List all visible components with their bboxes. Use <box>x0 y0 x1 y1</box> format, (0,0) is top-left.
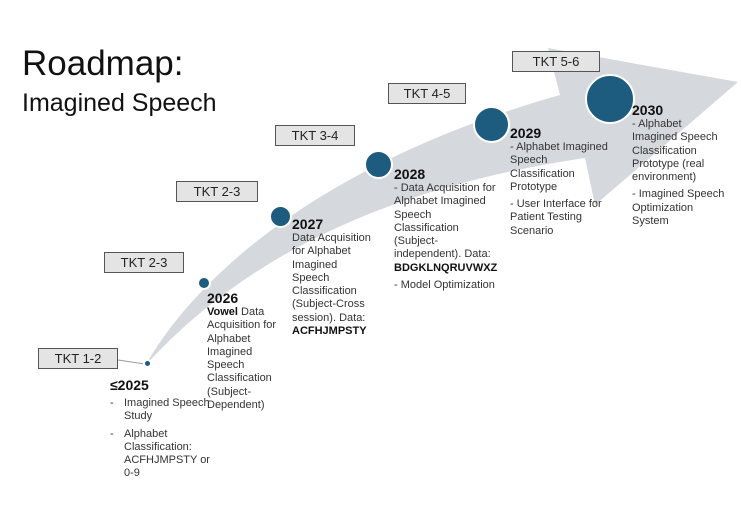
milestone-text: Data Acquisition for Alphabet Imagined S… <box>292 232 371 324</box>
tkt-label-4: TKT 3-4 <box>275 125 355 146</box>
milestone-item: Imagined Speech Study <box>124 397 210 423</box>
tkt-label-5: TKT 4-5 <box>388 83 466 104</box>
milestone-data: BDGKLNQRUVWXZ <box>394 261 498 274</box>
tkt-label-6: TKT 5-6 <box>512 51 600 72</box>
milestone-dot-2030 <box>585 74 635 124</box>
milestone-year: 2028 <box>394 166 426 182</box>
milestone-year: 2026 <box>207 290 239 306</box>
milestone-extra: - Imagined Speech Optimization System <box>632 188 725 228</box>
milestone-year: 2027 <box>292 216 324 232</box>
milestone-year: 2030 <box>632 102 664 118</box>
milestone-2028: 2028 - Data Acquisition for Alphabet Ima… <box>394 166 498 292</box>
milestone-dot-2026 <box>197 276 211 290</box>
milestone-2025: ≤2025 -Imagined Speech Study -Alphabet C… <box>110 377 210 480</box>
milestone-data: ACFHJMPSTY <box>292 325 367 338</box>
milestone-text: - Alphabet Imagined Speech Classificatio… <box>510 141 608 193</box>
tkt-label-1: TKT 1-2 <box>38 348 118 369</box>
milestone-2029: 2029 - Alphabet Imagined Speech Classifi… <box>510 125 608 238</box>
page-title: Roadmap: <box>22 44 184 83</box>
milestone-2026: 2026 Vowel Data Acquisition for Alphabet… <box>207 290 287 412</box>
milestone-extra: - Model Optimization <box>394 279 495 292</box>
milestone-year: ≤2025 <box>110 377 149 393</box>
milestone-text: Data Acquisition for Alphabet Imagined S… <box>207 306 277 412</box>
milestone-bold: Vowel <box>207 306 238 318</box>
tkt-label-2: TKT 2-3 <box>104 252 184 273</box>
tkt-label-3: TKT 2-3 <box>176 181 258 202</box>
milestone-item: Alphabet Classification: ACFHJMPSTY or 0… <box>124 427 210 480</box>
milestone-dot-2028 <box>364 150 393 179</box>
milestone-text: - Data Acquisition for Alphabet Imagined… <box>394 182 496 261</box>
milestone-extra: - User Interface for Patient Testing Sce… <box>510 198 602 237</box>
milestone-year: 2029 <box>510 125 542 141</box>
milestone-dot-2025 <box>143 359 152 368</box>
milestone-text: - Alphabet Imagined Speech Classificatio… <box>632 118 718 184</box>
milestone-dot-2027 <box>269 205 292 228</box>
milestone-2027: 2027 Data Acquisition for Alphabet Imagi… <box>292 216 374 338</box>
milestone-2030: 2030 - Alphabet Imagined Speech Classifi… <box>632 102 728 228</box>
page-subtitle: Imagined Speech <box>22 89 217 117</box>
milestone-dot-2029 <box>473 106 510 143</box>
